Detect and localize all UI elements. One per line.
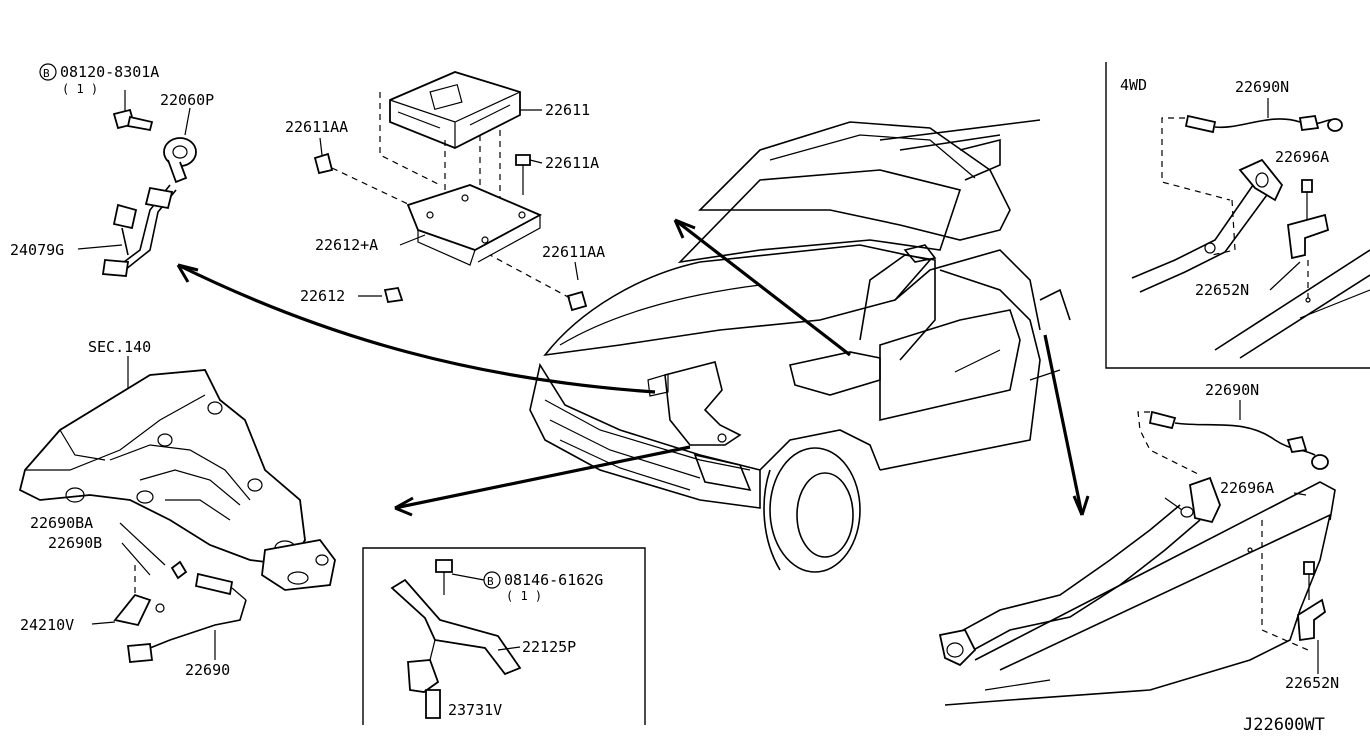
label-sec140: SEC.140 [88, 338, 151, 356]
label-08120-8301A: 08120-8301A [60, 63, 159, 81]
right-exhaust-parts: 22690N 22696A 22652N [938, 381, 1339, 706]
label-qty-1: ( 1 ) [62, 82, 98, 96]
diagram-id: J22600WT [1243, 715, 1325, 735]
box-frame-4wd [1105, 62, 1370, 369]
label-22612: 22612 [300, 287, 345, 305]
label-22690BA: 22690BA [30, 514, 93, 532]
arrow-to-control-unit [674, 218, 851, 357]
label-22690B: 22690B [48, 534, 102, 552]
truck-illustration [529, 119, 1071, 573]
label-22652N-box: 22652N [1195, 281, 1249, 299]
label-23731V: 23731V [448, 701, 502, 719]
label-22696A-right: 22696A [1220, 479, 1274, 497]
label-22611: 22611 [545, 101, 590, 119]
label-22652N-right: 22652N [1285, 674, 1339, 692]
label-22690N-right: 22690N [1205, 381, 1259, 399]
label-22690: 22690 [185, 661, 230, 679]
label-22611AA-top: 22611AA [285, 118, 348, 136]
arrow-to-exhaust-pipe [1043, 334, 1084, 516]
label-08146-6162G: 08146-6162G [504, 571, 603, 589]
label-24079G: 24079G [10, 241, 64, 259]
box-frame-bottom-center [362, 547, 646, 725]
label-qty-1b: ( 1 ) [506, 589, 542, 603]
top-left-parts: B 08120-8301A ( 1 ) 22060P 24079G [10, 63, 214, 277]
arrow-to-exhaust-manifold [394, 445, 691, 510]
label-24210V: 24210V [20, 616, 74, 634]
b-marker-text-1: B [43, 67, 50, 80]
exhaust-manifold-parts: SEC.140 22690BA 22690B 22690 [18, 338, 336, 679]
label-22690N-box: 22690N [1235, 78, 1289, 96]
cam-sensor-box: B 08146-6162G ( 1 ) 22125P 23731V [362, 547, 646, 725]
label-22125P: 22125P [522, 638, 576, 656]
label-22611A: 22611A [545, 154, 599, 172]
callout-arrows [176, 218, 1090, 517]
arrow-to-sensor-harness [177, 263, 656, 394]
label-22612A: 22612+A [315, 236, 378, 254]
label-22060P: 22060P [160, 91, 214, 109]
4wd-box: 4WD 22690N 22696A 22652N [1105, 62, 1370, 369]
b-marker-text-2: B [487, 575, 494, 588]
label-22696A-box: 22696A [1275, 148, 1329, 166]
label-22611AA-bottom: 22611AA [542, 243, 605, 261]
label-4wd: 4WD [1120, 76, 1147, 94]
control-unit-parts: 22611 22612+A 22611AA 22611A 22611AA 226 [285, 71, 605, 312]
bolt-marker-b1 [39, 63, 57, 81]
